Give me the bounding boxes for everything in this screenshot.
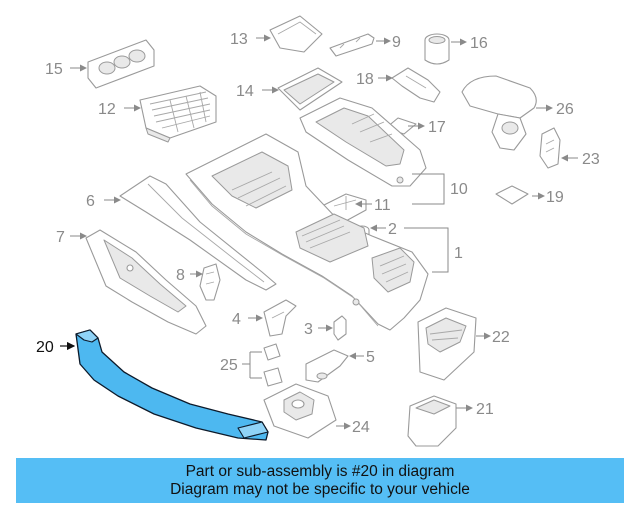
part-26-armrest bbox=[461, 75, 537, 151]
callout-14: 14 bbox=[236, 83, 254, 100]
callout-5: 5 bbox=[366, 349, 375, 366]
callout-2: 2 bbox=[388, 221, 397, 238]
part-18-trim-piece bbox=[391, 67, 441, 103]
callout-13: 13 bbox=[230, 31, 248, 48]
callout-3: 3 bbox=[304, 321, 313, 338]
part-8-bracket bbox=[199, 263, 221, 301]
part-4-bracket bbox=[263, 299, 297, 337]
part-10-upper-trim bbox=[299, 97, 427, 187]
part-22-rear-vent bbox=[417, 307, 477, 381]
part-9-bracket bbox=[329, 33, 375, 57]
callout-15: 15 bbox=[45, 61, 63, 78]
part-25-connectors bbox=[263, 343, 283, 387]
callout-10: 10 bbox=[450, 181, 468, 198]
part-13-tray-mat bbox=[269, 15, 323, 53]
callout-24: 24 bbox=[352, 419, 370, 436]
part-12-air-vent bbox=[139, 85, 217, 143]
callout-1: 1 bbox=[454, 245, 463, 262]
part-5-trim-strip bbox=[305, 349, 349, 383]
callout-8: 8 bbox=[176, 267, 185, 284]
info-banner: Part or sub-assembly is #20 in diagram D… bbox=[16, 458, 624, 503]
callout-17: 17 bbox=[428, 119, 446, 136]
callout-21: 21 bbox=[476, 401, 494, 418]
callout-9: 9 bbox=[392, 34, 401, 51]
part-7-lower-trim bbox=[85, 229, 207, 335]
callout-26: 26 bbox=[556, 101, 574, 118]
part-14-lid-pad bbox=[277, 67, 343, 111]
callout-25: 25 bbox=[220, 357, 238, 374]
part-21-rear-tray bbox=[407, 395, 457, 447]
part-24-shifter-base bbox=[263, 383, 337, 439]
main-console bbox=[185, 133, 429, 331]
callout-16: 16 bbox=[470, 35, 488, 52]
callout-12: 12 bbox=[98, 101, 116, 118]
callout-6: 6 bbox=[86, 193, 95, 210]
part-23-bracket bbox=[539, 127, 561, 169]
callout-23: 23 bbox=[582, 151, 600, 168]
part-16-cup-holder bbox=[424, 33, 450, 65]
callout-20: 20 bbox=[36, 339, 54, 356]
banner-line-1: Part or sub-assembly is #20 in diagram bbox=[185, 462, 455, 480]
callout-18: 18 bbox=[356, 71, 374, 88]
part-15-switch-panel bbox=[87, 39, 155, 89]
callout-7: 7 bbox=[56, 229, 65, 246]
part-20-rail-highlighted bbox=[75, 329, 269, 441]
part-3-clip bbox=[333, 315, 347, 341]
part-6-side-panel bbox=[119, 175, 277, 291]
part-19-pad bbox=[495, 185, 529, 205]
callout-4: 4 bbox=[232, 311, 241, 328]
callout-19: 19 bbox=[546, 189, 564, 206]
callout-22: 22 bbox=[492, 329, 510, 346]
banner-line-2: Diagram may not be specific to your vehi… bbox=[170, 480, 470, 498]
callout-11: 11 bbox=[374, 197, 391, 214]
